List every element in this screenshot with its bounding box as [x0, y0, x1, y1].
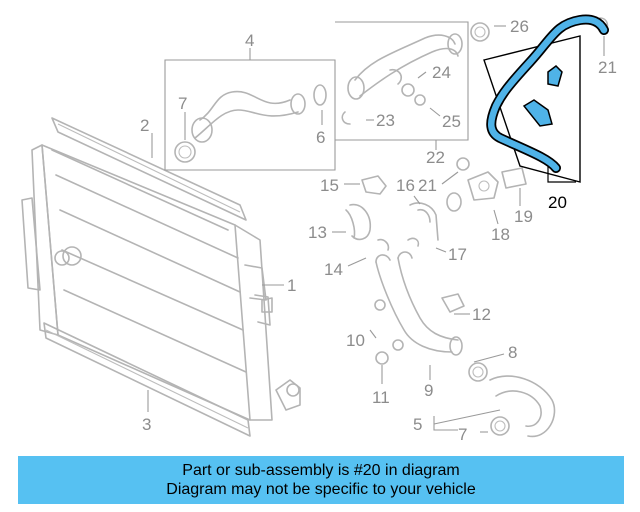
callout-17: 17	[448, 245, 467, 264]
lower-charge-pipe	[374, 251, 463, 365]
callout-21-right: 21	[598, 58, 617, 77]
callout-4: 4	[245, 31, 254, 50]
callout-3: 3	[142, 415, 151, 434]
callout-9: 9	[424, 381, 433, 400]
callout-2: 2	[140, 116, 149, 135]
callout-numbers: 1 2 3 4 5 6 7 7 8 9 10 11 12 13 14 15 16…	[140, 17, 617, 444]
callout-15: 15	[320, 176, 339, 195]
leader-lines	[147, 25, 605, 433]
callout-20: 20	[548, 193, 567, 212]
callout-5: 5	[413, 415, 422, 434]
intercooler-assembly	[21, 144, 301, 421]
disclaimer-banner: Part or sub-assembly is #20 in diagram D…	[18, 456, 624, 504]
callout-24: 24	[432, 63, 451, 82]
callout-8: 8	[508, 343, 517, 362]
lower-air-guide	[43, 322, 251, 437]
callout-23: 23	[376, 111, 395, 130]
callout-22: 22	[426, 148, 445, 167]
callout-10: 10	[346, 331, 365, 350]
callout-16: 16	[396, 176, 415, 195]
lower-hose-group	[468, 362, 556, 438]
callout-1: 1	[287, 276, 296, 295]
callout-13: 13	[308, 223, 327, 242]
callout-26: 26	[510, 17, 529, 36]
small-parts	[345, 17, 609, 313]
callout-14: 14	[324, 260, 343, 279]
pipe-group-box-22	[335, 21, 469, 150]
callout-18: 18	[491, 225, 510, 244]
callout-7-upper: 7	[178, 94, 187, 113]
upper-air-guide	[51, 117, 247, 221]
callout-21-center: 21	[418, 176, 437, 195]
callout-7-lower: 7	[458, 425, 467, 444]
banner-line-2: Diagram may not be specific to your vehi…	[166, 481, 476, 498]
highlighted-part-20	[483, 14, 609, 183]
hose-group-box-4	[164, 48, 336, 171]
callout-11: 11	[372, 388, 390, 407]
callout-12: 12	[472, 305, 491, 324]
callout-19: 19	[514, 207, 533, 226]
banner-line-1: Part or sub-assembly is #20 in diagram	[182, 462, 460, 479]
callout-6: 6	[316, 128, 325, 147]
exploded-parts-diagram: 1 2 3 4 5 6 7 7 8 9 10 11 12 13 14 15 16…	[21, 14, 617, 444]
callout-25: 25	[442, 112, 461, 131]
